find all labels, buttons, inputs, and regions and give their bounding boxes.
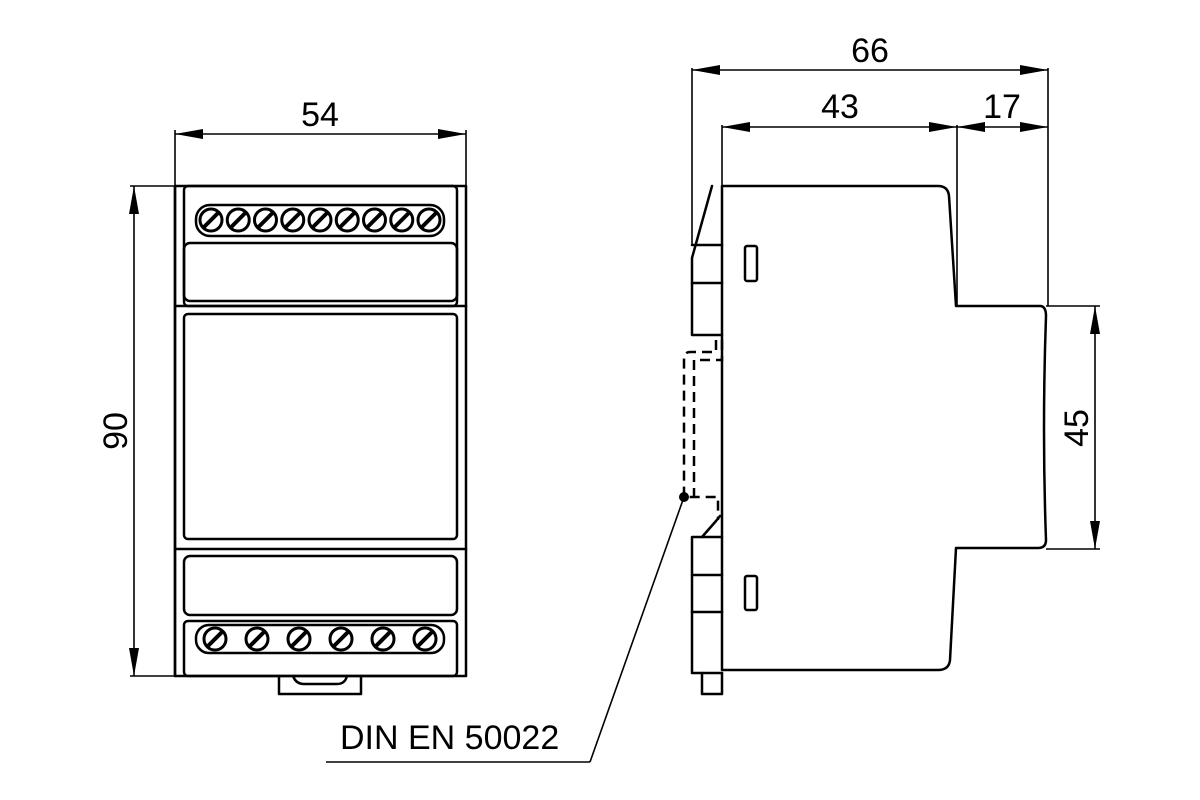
- bottom-terminal-screws: [202, 626, 438, 652]
- dimension-front-height: 45: [1046, 305, 1100, 550]
- side-view: [679, 184, 1048, 696]
- total-depth-label: 66: [851, 32, 889, 70]
- rail-clip: [277, 674, 363, 696]
- terminal-screw-icon: [388, 207, 415, 233]
- top-label-window: [182, 241, 459, 303]
- terminal-screw-icon: [252, 207, 279, 233]
- bottom-terminal-strip: [194, 623, 446, 655]
- terminal-screw-icon: [412, 626, 438, 652]
- terminal-screw-icon: [334, 207, 361, 233]
- terminal-screw-icon: [279, 207, 306, 233]
- top-latch: [743, 244, 759, 283]
- top-terminal-screws: [198, 207, 442, 233]
- rail-callout-label: DIN EN 50022: [340, 719, 559, 757]
- side-housing-outline: [720, 184, 1048, 672]
- terminal-screw-icon: [286, 626, 312, 652]
- rail-callout: DIN EN 50022: [326, 496, 685, 763]
- width-label: 54: [301, 96, 339, 134]
- terminal-screw-icon: [307, 207, 333, 233]
- terminal-screw-icon: [370, 626, 396, 652]
- terminal-screw-icon: [244, 626, 270, 652]
- front-depth-label: 17: [983, 88, 1021, 126]
- dimension-width: 54: [174, 96, 467, 186]
- dimension-front-depth: 17: [957, 88, 1048, 132]
- front-housing-outline: [173, 184, 468, 678]
- terminal-screw-icon: [225, 207, 252, 233]
- dimension-body-depth: 43: [721, 88, 958, 306]
- body-depth-label: 43: [821, 88, 859, 126]
- height-label: 90: [97, 412, 135, 450]
- terminal-screw-icon: [198, 207, 224, 233]
- din-rail-profile: [682, 340, 720, 520]
- front-panel: [182, 312, 459, 541]
- front-view: [173, 184, 468, 696]
- dimension-total-depth: 66: [691, 32, 1049, 306]
- bottom-terminal-block: [182, 619, 459, 678]
- terminal-screw-icon: [328, 626, 354, 652]
- bottom-latch: [743, 574, 759, 612]
- terminal-screw-icon: [202, 626, 228, 652]
- terminal-screw-icon: [416, 207, 442, 233]
- terminal-screw-icon: [361, 207, 388, 233]
- bottom-label-window: [182, 554, 459, 617]
- front-height-label: 45: [1058, 409, 1096, 447]
- dimension-height: 90: [97, 185, 175, 677]
- top-terminal-strip: [194, 203, 446, 238]
